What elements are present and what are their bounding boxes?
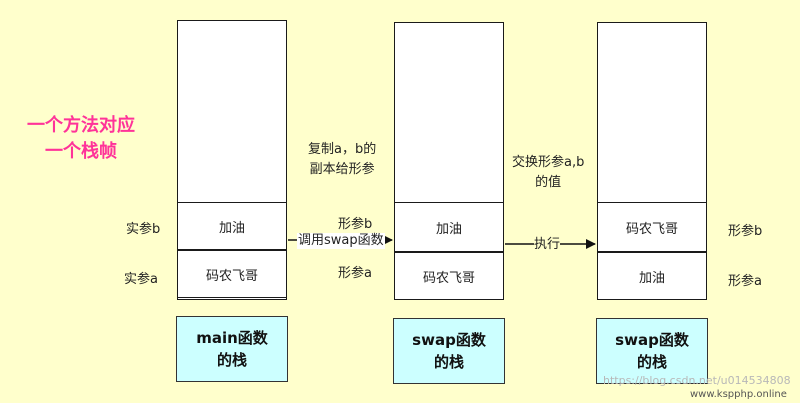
main-stack-label-bottom: 实参a (124, 272, 158, 287)
swap-stack-2-label-top: 形参b (728, 224, 763, 239)
swap-stack-2-caption-line1: swap函数 (615, 331, 689, 349)
watermark-site: www.kspphp.online (690, 389, 787, 400)
main-stack-label-top: 实参b (126, 222, 161, 237)
swap-stack-1-label-top: 形参b (338, 217, 373, 232)
heading-line1: 一个方法对应 (27, 115, 135, 136)
swap-stack-1-label-bottom: 形参a (338, 266, 372, 281)
call-arrow-label: 调用swap函数 (297, 233, 385, 249)
swap-stack-2-cell-top: 码农飞哥 (597, 202, 707, 252)
swap-stack-1-cell-bottom: 码农飞哥 (394, 252, 504, 300)
copy-note-line1: 复制a，b的 (308, 142, 377, 157)
swap-note: 交换形参a,b 的值 (512, 153, 584, 193)
swap-stack-1-caption-line1: swap函数 (412, 331, 486, 349)
main-stack-cell-top: 加油 (177, 202, 287, 250)
heading-line2: 一个栈帧 (45, 141, 117, 162)
swap-stack-2-cell-bottom: 加油 (597, 252, 707, 300)
swap-stack-2-label-bottom: 形参a (728, 274, 762, 289)
copy-note: 复制a，b的 副本给形参 (308, 140, 376, 180)
main-stack-caption-line2: 的栈 (216, 351, 247, 369)
main-stack-caption: main函数 的栈 (176, 316, 288, 382)
watermark-url: https://blog.csdn.net/u014534808 (603, 374, 791, 387)
swap-stack-2-caption: swap函数 的栈 (596, 318, 708, 384)
exec-arrow-label: 执行 (534, 237, 561, 253)
swap-stack-2-caption-line2: 的栈 (636, 353, 667, 371)
heading: 一个方法对应 一个栈帧 (20, 113, 142, 165)
main-stack-cell-bottom: 码农飞哥 (177, 250, 287, 298)
swap-stack-1-caption-line2: 的栈 (433, 353, 464, 371)
main-stack-caption-line1: main函数 (196, 329, 268, 347)
swap-stack-1-caption: swap函数 的栈 (393, 318, 505, 384)
copy-note-line2: 副本给形参 (309, 162, 375, 177)
swap-stack-1-cell-top: 加油 (394, 202, 504, 252)
swap-note-line2: 的值 (535, 175, 562, 190)
swap-note-line1: 交换形参a,b (512, 155, 585, 170)
